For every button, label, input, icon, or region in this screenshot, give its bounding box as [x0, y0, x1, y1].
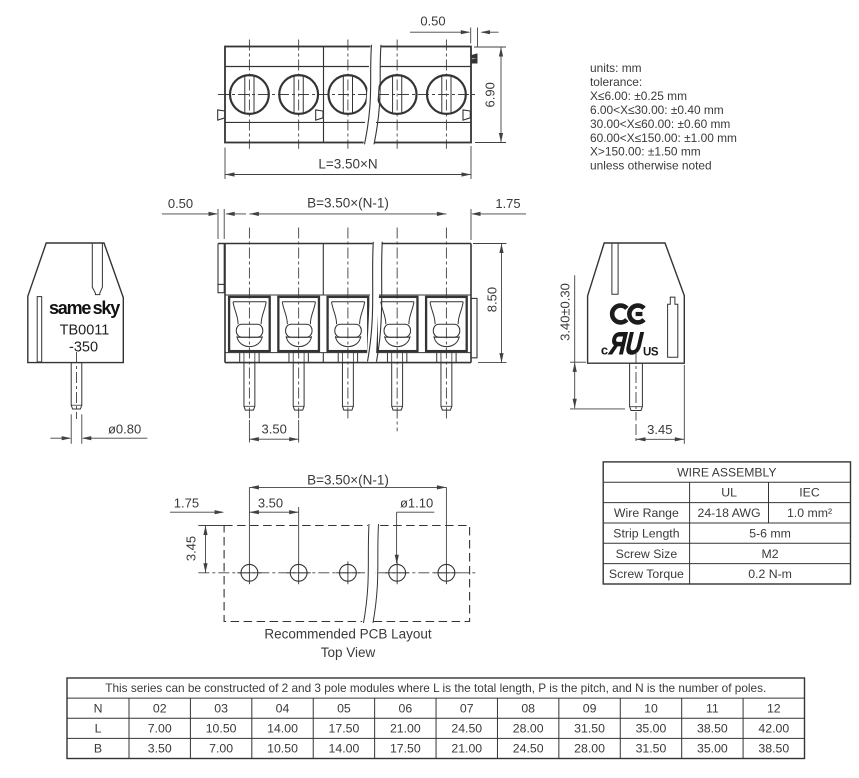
svg-text:unless otherwise noted: unless otherwise noted [590, 159, 712, 173]
svg-text:Strip Length: Strip Length [613, 526, 679, 540]
svg-text:M2: M2 [762, 547, 779, 561]
svg-text:09: 09 [583, 701, 597, 715]
svg-text:7.00: 7.00 [209, 742, 233, 756]
svg-text:24-18 AWG: 24-18 AWG [697, 506, 760, 520]
svg-text:Top View: Top View [321, 645, 376, 660]
svg-text:3.50: 3.50 [258, 496, 283, 511]
svg-text:Recommended PCB Layout: Recommended PCB Layout [264, 627, 432, 642]
svg-text:B=3.50×(N-1): B=3.50×(N-1) [307, 195, 389, 210]
svg-text:05: 05 [337, 701, 351, 715]
svg-text:10.50: 10.50 [267, 742, 298, 756]
svg-text:03: 03 [214, 701, 228, 715]
svg-text:B=3.50×(N-1): B=3.50×(N-1) [307, 472, 389, 487]
svg-text:L=3.50×N: L=3.50×N [318, 157, 377, 172]
svg-text:N: N [94, 701, 103, 715]
svg-text:24.50: 24.50 [451, 721, 482, 735]
svg-text:17.50: 17.50 [329, 721, 360, 735]
svg-text:31.50: 31.50 [636, 742, 667, 756]
svg-text:38.50: 38.50 [697, 721, 728, 735]
svg-text:This series can be constructed: This series can be constructed of 2 and … [105, 681, 766, 695]
svg-text:06: 06 [398, 701, 412, 715]
svg-text:7.00: 7.00 [148, 721, 172, 735]
svg-text:08: 08 [521, 701, 535, 715]
svg-text:IEC: IEC [799, 486, 820, 500]
svg-text:3.50: 3.50 [148, 742, 172, 756]
svg-text:TB0011: TB0011 [60, 322, 110, 338]
svg-text:35.00: 35.00 [697, 742, 728, 756]
svg-text:0.50: 0.50 [168, 196, 193, 211]
svg-text:L: L [95, 721, 102, 735]
svg-text:-350: -350 [69, 340, 98, 356]
svg-text:21.00: 21.00 [390, 721, 421, 735]
svg-text:c: c [601, 343, 608, 358]
svg-text:30.00<X≤60.00: ±0.60 mm: 30.00<X≤60.00: ±0.60 mm [590, 117, 730, 131]
svg-text:8.50: 8.50 [484, 287, 499, 312]
svg-text:Screw Torque: Screw Torque [609, 567, 684, 581]
svg-text:17.50: 17.50 [390, 742, 421, 756]
svg-text:60.00<X≤150.00: ±1.00 mm: 60.00<X≤150.00: ±1.00 mm [590, 131, 737, 145]
svg-text:3.45: 3.45 [183, 536, 198, 561]
svg-text:same sky: same sky [49, 298, 120, 318]
svg-text:3.45: 3.45 [647, 422, 672, 437]
svg-text:UL: UL [721, 486, 737, 500]
svg-text:6.00<X≤30.00: ±0.40 mm: 6.00<X≤30.00: ±0.40 mm [590, 103, 724, 117]
svg-text:42.00: 42.00 [758, 721, 789, 735]
svg-text:1.75: 1.75 [174, 496, 199, 511]
svg-text:ø1.10: ø1.10 [400, 496, 433, 511]
svg-text:28.00: 28.00 [574, 742, 605, 756]
svg-text:28.00: 28.00 [513, 721, 544, 735]
svg-text:6.90: 6.90 [483, 82, 498, 107]
svg-text:0.2 N-m: 0.2 N-m [748, 567, 792, 581]
svg-text:1.0 mm²: 1.0 mm² [787, 506, 832, 520]
svg-text:35.00: 35.00 [636, 721, 667, 735]
svg-text:14.00: 14.00 [267, 721, 298, 735]
svg-text:11: 11 [706, 701, 719, 715]
svg-text:10.50: 10.50 [206, 721, 237, 735]
svg-text:10: 10 [644, 701, 658, 715]
svg-text:Wire Range: Wire Range [614, 506, 679, 520]
svg-text:04: 04 [276, 701, 290, 715]
svg-text:X≤6.00: ±0.25 mm: X≤6.00: ±0.25 mm [590, 89, 687, 103]
svg-text:0.50: 0.50 [420, 14, 445, 29]
svg-text:3.40±0.30: 3.40±0.30 [558, 283, 573, 341]
svg-text:14.00: 14.00 [329, 742, 360, 756]
svg-text:5-6 mm: 5-6 mm [749, 526, 791, 540]
svg-text:tolerance:: tolerance: [590, 75, 642, 89]
svg-text:ø0.80: ø0.80 [108, 421, 141, 436]
svg-text:38.50: 38.50 [758, 742, 789, 756]
svg-text:3.50: 3.50 [262, 421, 287, 436]
svg-text:07: 07 [460, 701, 474, 715]
svg-text:units: mm: units: mm [590, 61, 642, 75]
svg-text:21.00: 21.00 [451, 742, 482, 756]
svg-text:X>150.00: ±1.50 mm: X>150.00: ±1.50 mm [590, 145, 701, 159]
svg-text:B: B [94, 742, 102, 756]
svg-text:US: US [643, 347, 659, 359]
svg-text:WIRE ASSEMBLY: WIRE ASSEMBLY [677, 465, 776, 479]
svg-text:Screw Size: Screw Size [616, 547, 678, 561]
svg-text:02: 02 [153, 701, 167, 715]
svg-text:31.50: 31.50 [574, 721, 605, 735]
svg-text:24.50: 24.50 [513, 742, 544, 756]
svg-text:1.75: 1.75 [495, 196, 520, 211]
svg-text:12: 12 [767, 701, 781, 715]
